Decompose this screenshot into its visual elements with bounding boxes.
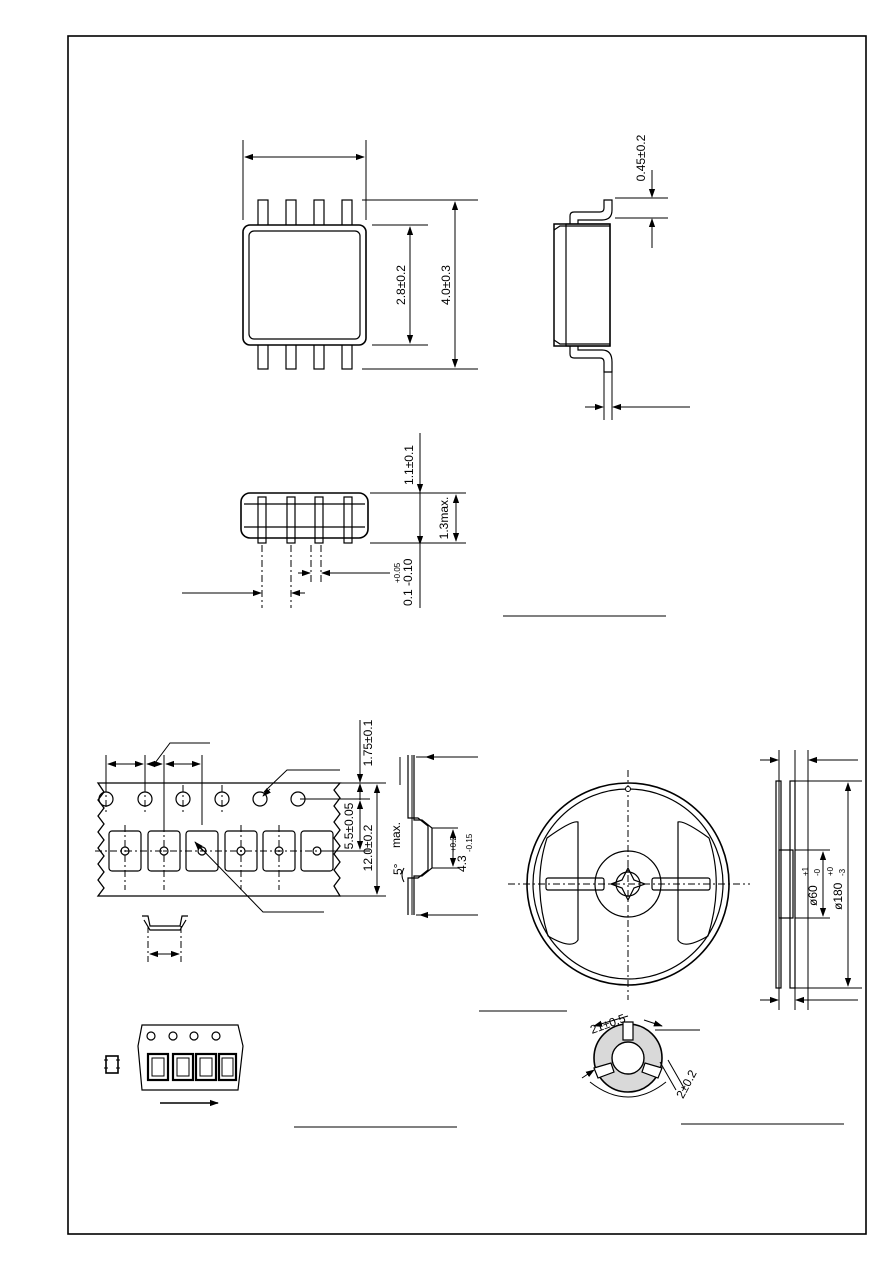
pocket-depth-minus-label: -0.15 <box>465 833 474 852</box>
tape-width-label: 12.0±0.2 <box>361 824 375 871</box>
body-width-label: 2.8±0.2 <box>394 265 408 305</box>
package-front-view: 1.1±0.1 1.3max. 0.1 -0.10 +0.05 <box>182 433 466 608</box>
pocket-depth-label: 4.3 <box>455 855 469 872</box>
pocket-profile-detail <box>142 915 188 962</box>
reel-diameter-plus-label: +0 <box>826 866 835 876</box>
drawing-frame <box>67 35 867 1235</box>
package-top-view: 2.8±0.2 4.0±0.3 <box>242 140 478 370</box>
hub-diameter-label: ø60 <box>806 885 820 906</box>
tape-pitch-label: 5.5±0.05 <box>342 802 356 849</box>
standoff-label: 0.1 -0.10 <box>401 558 415 606</box>
standoff-plus-label: +0.05 <box>393 562 402 583</box>
reel-diameter-minus-label: -3 <box>838 868 847 876</box>
pocket-cross-section: 4.3 +0.2 -0.15 max. 5° <box>389 753 478 919</box>
tape-with-components <box>104 1024 244 1107</box>
total-width-label: 4.0±0.3 <box>439 265 453 305</box>
hub-diameter-minus-label: -0 <box>813 868 822 876</box>
body-thickness-label: 1.1±0.1 <box>402 445 416 485</box>
reel-diameter-label: ø180 <box>831 882 845 910</box>
pocket-depth-plus-label: +0.2 <box>449 836 458 852</box>
hub-key-label: 2±0.2 <box>673 1067 700 1100</box>
draft-angle-label: 5° <box>391 863 405 875</box>
reel-side-view: ø60 +1 -0 ø180 +0 -3 <box>760 750 862 1010</box>
draft-max-label: max. <box>389 822 403 848</box>
package-side-view: 0.45±0.2 <box>553 134 690 420</box>
carrier-tape-view: 1.75±0.1 5.5±0.05 12.0±0.2 <box>95 719 386 913</box>
tape-edge-label: 1.75±0.1 <box>361 719 375 766</box>
max-height-label: 1.3max. <box>437 497 451 540</box>
hub-diameter-plus-label: +1 <box>801 866 810 876</box>
lead-length-label: 0.45±0.2 <box>634 134 648 181</box>
hub-detail-view: 21±0.5 2±0.2 <box>581 1011 700 1101</box>
reel-front-view <box>508 770 750 1000</box>
